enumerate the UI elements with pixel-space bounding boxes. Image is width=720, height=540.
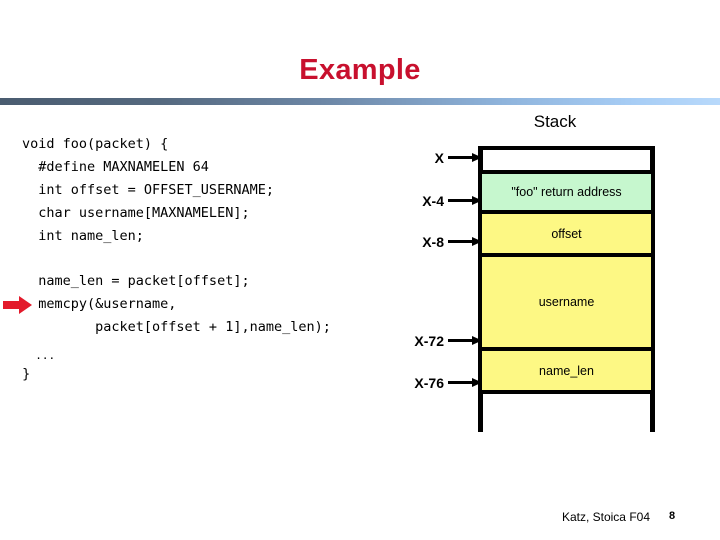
stack-cell-offset: offset bbox=[482, 214, 651, 253]
stack-address-arrow-x-76-icon bbox=[448, 378, 482, 387]
code-line-5: int name_len; bbox=[22, 228, 144, 244]
stack-separator-x-76 bbox=[478, 390, 655, 394]
stack-address-label-x: X bbox=[434, 150, 444, 166]
stack-left-rail bbox=[478, 146, 483, 432]
stack-separator-x-4 bbox=[478, 210, 655, 214]
stack-address-label-x-72: X-72 bbox=[414, 333, 444, 349]
title-divider bbox=[0, 98, 720, 105]
stack-cell-name-len: name_len bbox=[482, 351, 651, 390]
stack-separator-top bbox=[478, 146, 655, 150]
code-line-9: ... bbox=[22, 349, 56, 362]
stack-cell-name-len-label: name_len bbox=[539, 363, 594, 378]
code-line-2: #define MAXNAMELEN 64 bbox=[22, 159, 209, 175]
stack-right-rail bbox=[650, 146, 655, 432]
code-line-7: memcpy(&username, bbox=[22, 296, 177, 312]
stack-cell-return-address: "foo" return address bbox=[482, 174, 651, 210]
stack-diagram-title: Stack bbox=[533, 112, 577, 131]
code-line-4: char username[MAXNAMELEN]; bbox=[22, 205, 250, 221]
stack-separator-x-72 bbox=[478, 347, 655, 351]
page-title: Example bbox=[299, 54, 421, 86]
stack-address-arrow-x-72-icon bbox=[448, 336, 482, 345]
stack-address-label-x-4: X-4 bbox=[422, 193, 444, 209]
stack-cell-username-label: username bbox=[538, 295, 595, 309]
stack-address-label-x-8: X-8 bbox=[422, 234, 444, 250]
stack-address-arrow-x-icon bbox=[448, 153, 482, 162]
stack-cell-return-address-label: "foo" return address bbox=[511, 185, 622, 199]
code-line-3: int offset = OFFSET_USERNAME; bbox=[22, 182, 274, 198]
stack-cell-username: username bbox=[482, 257, 651, 347]
code-line-6: name_len = packet[offset]; bbox=[22, 273, 250, 289]
stack-cell-offset-label: offset bbox=[551, 226, 582, 241]
stack-address-arrow-x-8-icon bbox=[448, 237, 482, 246]
red-right-arrow-icon bbox=[3, 296, 32, 314]
stack-separator-above-return-address bbox=[478, 170, 655, 174]
code-line-1: void foo(packet) { bbox=[22, 136, 169, 152]
code-line-8: packet[offset + 1],name_len); bbox=[22, 319, 331, 335]
code-line-10: } bbox=[14, 366, 31, 382]
footer-credit: Katz, Stoica F04 bbox=[561, 510, 650, 524]
stack-address-label-x-76: X-76 bbox=[414, 375, 444, 391]
stack-separator-x-8 bbox=[478, 253, 655, 257]
footer-page-number: 8 bbox=[668, 510, 676, 522]
stack-address-arrow-x-4-icon bbox=[448, 196, 482, 205]
